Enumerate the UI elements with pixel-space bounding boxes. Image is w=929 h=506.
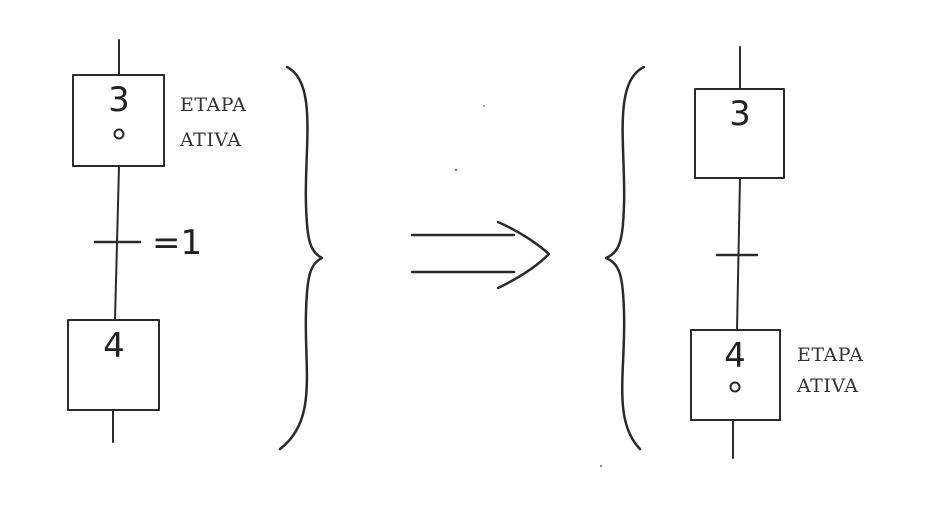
scan-specks xyxy=(454,105,602,467)
after-grafcet: 3 4 ETAPA ATIVA xyxy=(690,46,864,459)
after-active-label-line1: ETAPA xyxy=(797,344,864,366)
after-step-3-number: 3 xyxy=(729,94,751,134)
double-arrow-right-icon xyxy=(410,220,551,290)
before-step-3-token-icon xyxy=(113,128,125,140)
before-active-label-line1: ETAPA xyxy=(180,94,247,116)
opening-brace xyxy=(604,65,646,451)
after-step-4-token-icon xyxy=(729,381,741,393)
after-step-4-box xyxy=(690,329,781,421)
before-active-label-line2: ATIVA xyxy=(179,129,242,151)
before-step-3-number: 3 xyxy=(108,80,130,120)
before-transition-condition: =1 xyxy=(152,223,202,263)
closing-brace xyxy=(278,65,324,451)
before-grafcet: 3 ETAPA ATIVA =1 4 xyxy=(67,39,247,443)
after-active-label-line2: ATIVA xyxy=(796,375,859,397)
before-step-4-number: 4 xyxy=(103,326,125,366)
after-step-4-number: 4 xyxy=(724,336,746,376)
